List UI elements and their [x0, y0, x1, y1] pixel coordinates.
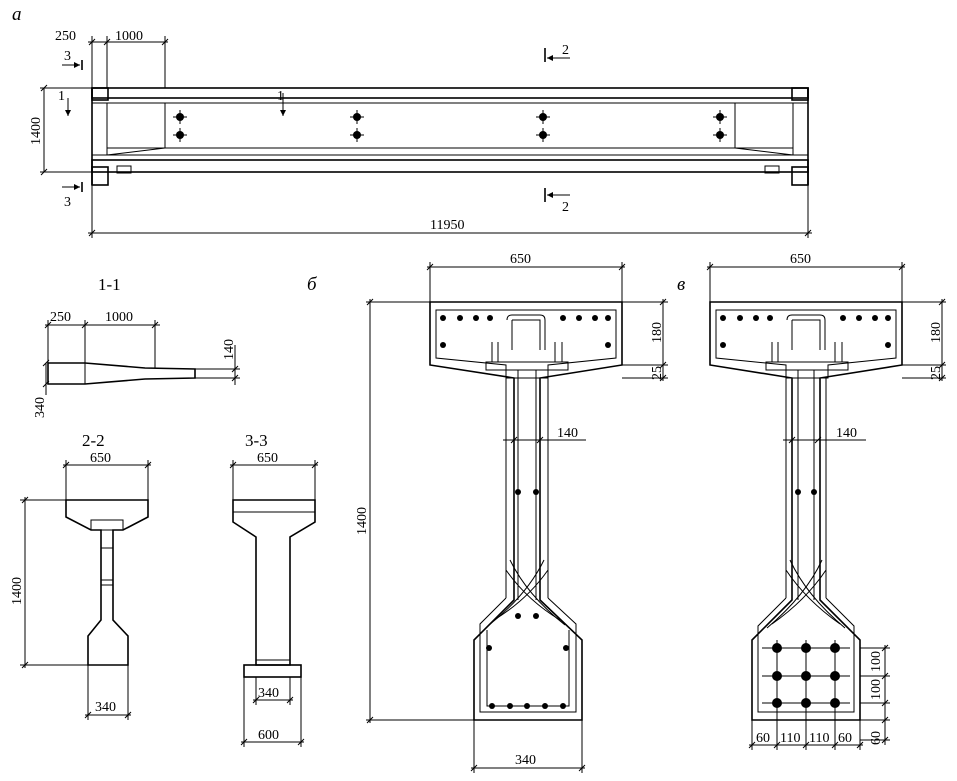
support-block-bottom-left	[91, 166, 109, 186]
dim-v-110b: 110	[809, 731, 829, 746]
dim-b-650: 650	[510, 252, 531, 267]
dim-v-110a: 110	[780, 731, 800, 746]
detail-v: в 650 180 25	[677, 252, 946, 750]
hole-2	[350, 110, 364, 142]
dim-1-1-140: 140	[222, 339, 237, 360]
detail-v-top-stirrup	[715, 309, 897, 379]
dim-b-140: 140	[557, 426, 578, 441]
dim-b-25: 25	[650, 366, 665, 380]
dim-1-1-250: 250	[50, 310, 71, 325]
support-block-top-right	[791, 87, 809, 101]
section-3-3-shape	[232, 499, 316, 666]
support-block-top-left	[91, 87, 109, 101]
dim-3-3-340: 340	[258, 686, 279, 701]
dim-v-180: 180	[929, 322, 944, 343]
detail-v-bent-bars	[771, 569, 841, 625]
section-1-1-shape	[47, 362, 196, 385]
detail-b-outline	[429, 301, 623, 721]
dim-v-100b: 100	[869, 679, 884, 700]
cut-3-label-top: 3	[64, 49, 71, 64]
dim-v-60a: 60	[869, 731, 884, 745]
cut-1-label-left: 1	[58, 89, 65, 104]
top-flange	[91, 87, 809, 99]
detail-b-bottom-stirrup	[479, 597, 577, 713]
haunch-right	[734, 147, 794, 156]
panel-label-v: в	[677, 274, 685, 295]
dim-1-1-1000: 1000	[105, 310, 133, 325]
hole-1	[173, 110, 187, 142]
dim-b-180: 180	[650, 322, 665, 343]
dim-v-60c: 60	[838, 731, 852, 746]
section-1-1: 1-1 250 1000 140 340	[33, 275, 240, 418]
dim-3-3-600: 600	[258, 728, 279, 743]
hole-4	[713, 110, 727, 142]
bearing-pad-right	[764, 165, 780, 174]
section-3-3-pad	[243, 664, 302, 678]
dim-v-140: 140	[836, 426, 857, 441]
cut-2-label-top: 2	[562, 43, 569, 58]
bearing-pad-left	[116, 165, 132, 174]
dim-2-2-1400: 1400	[10, 577, 25, 605]
dim-3-3-650: 650	[257, 451, 278, 466]
dim-v-60b: 60	[756, 731, 770, 746]
section-3-3-title: 3-3	[245, 431, 268, 450]
lifting-holes	[173, 110, 727, 142]
hole-3	[536, 110, 550, 142]
dim-2-2-650: 650	[90, 451, 111, 466]
section-3-3: 3-3 650 340 600	[229, 431, 319, 747]
dim-b-340: 340	[515, 753, 536, 768]
dim-2-2-340: 340	[95, 700, 116, 715]
dim-1400-elevation: 1400	[29, 117, 44, 145]
bottom-flange	[91, 159, 809, 173]
cut-2-label-bottom: 2	[562, 200, 569, 215]
dim-v-100a: 100	[869, 651, 884, 672]
dim-11950: 11950	[430, 218, 464, 233]
dim-b-1400: 1400	[355, 507, 370, 535]
detail-b: б 650 180 25 14	[307, 252, 668, 773]
panel-label-b: б	[307, 274, 318, 295]
panel-label-a: а	[12, 4, 22, 25]
cut-3-label-bottom: 3	[64, 195, 71, 210]
detail-b-bars	[440, 315, 611, 709]
support-block-bottom-right	[791, 166, 809, 186]
dim-v-25: 25	[929, 366, 944, 380]
dim-1000: 1000	[115, 29, 143, 44]
detail-b-loop	[511, 319, 541, 350]
elevation-view: а	[12, 4, 812, 238]
section-2-2-shape	[65, 499, 149, 666]
detail-v-bars	[720, 315, 891, 708]
section-2-2: 2-2 650 1400 340	[10, 431, 152, 720]
dim-1-1-340: 340	[33, 397, 48, 418]
cut-1-label-mid: 1	[277, 89, 284, 104]
section-1-1-title: 1-1	[98, 275, 121, 294]
haunch-left	[106, 147, 166, 156]
dim-250: 250	[55, 29, 76, 44]
dim-v-650: 650	[790, 252, 811, 267]
section-2-2-title: 2-2	[82, 431, 105, 450]
